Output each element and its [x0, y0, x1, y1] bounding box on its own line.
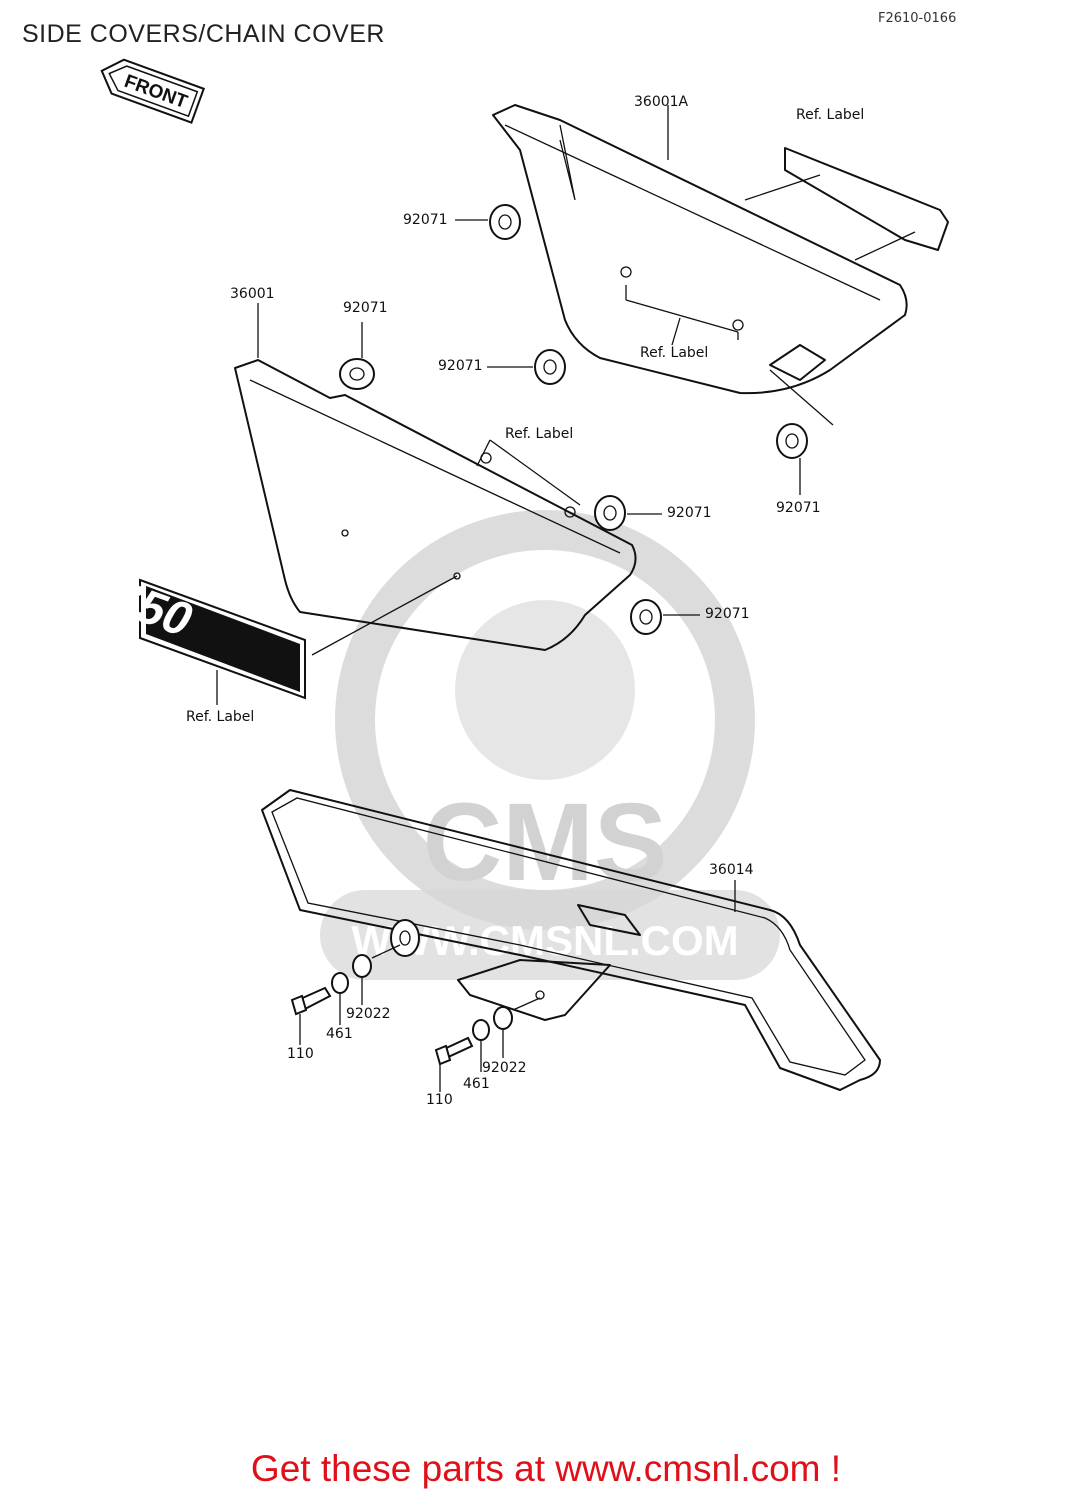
side-cover-left — [234, 359, 637, 651]
grommet-92071-d — [769, 369, 834, 495]
callout-92071-d: 92071 — [776, 500, 821, 516]
callout-92071-c: 92071 — [438, 358, 483, 374]
grommet-92071-e — [594, 495, 662, 531]
emblem-text: KZ750 — [41, 550, 204, 646]
watermark-banner — [320, 890, 780, 980]
callout-36014: 36014 — [709, 862, 754, 878]
get-parts-link[interactable]: Get these parts at www.cmsnl.com ! — [250, 1448, 842, 1489]
callout-461-b: 461 — [463, 1076, 490, 1092]
callout-92071-a: 92071 — [403, 212, 448, 228]
watermark-face — [455, 600, 635, 780]
fastener-group-b — [434, 997, 541, 1092]
grommet-92071-f — [630, 599, 700, 635]
page-title: SIDE COVERS/CHAIN COVER — [22, 20, 385, 48]
diagram-code: F2610-0166 — [878, 11, 957, 26]
callout-461-a: 461 — [326, 1026, 353, 1042]
callout-ref-label-emblem: Ref. Label — [186, 709, 255, 725]
callout-92022-b: 92022 — [482, 1060, 527, 1076]
callout-110-a: 110 — [287, 1046, 314, 1062]
grommet-92071-b — [339, 322, 375, 390]
callout-ref-label-top-right: Ref. Label — [796, 107, 865, 123]
callout-92071-f: 92071 — [705, 606, 750, 622]
watermark-brand: CMS — [423, 781, 667, 904]
callout-ref-label-center: Ref. Label — [505, 426, 574, 442]
callout-92071-b: 92071 — [343, 300, 388, 316]
callout-110-b: 110 — [426, 1092, 453, 1108]
side-cover-right — [492, 104, 949, 395]
callout-36001: 36001 — [230, 286, 275, 302]
callout-92022-a: 92022 — [346, 1006, 391, 1022]
chain-cover — [261, 789, 881, 1091]
grommet-92071-c — [487, 349, 566, 385]
callout-36001A: 36001A — [634, 94, 689, 110]
grommet-92071-a — [455, 204, 521, 240]
callout-92071-e: 92071 — [667, 505, 712, 521]
callout-ref-label-mid: Ref. Label — [640, 345, 709, 361]
front-arrow: FRONT — [100, 58, 206, 124]
fastener-group-a — [290, 944, 401, 1045]
watermark: CMS WWW.CMSNL.COM — [320, 510, 780, 980]
